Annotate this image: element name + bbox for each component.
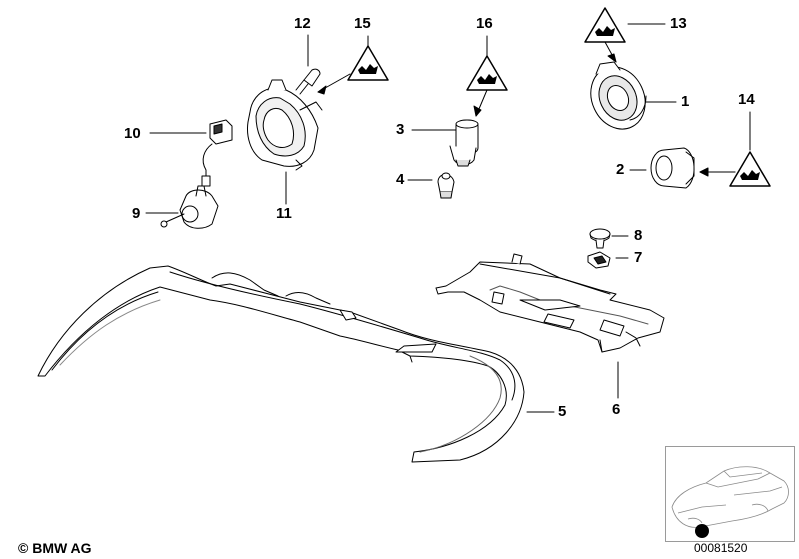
callout-2: 2 [616,161,625,178]
callout-3: 3 [396,121,405,138]
vehicle-locator-inset [665,446,795,542]
part-11-lamp-housing [247,79,323,171]
callout-13: 13 [670,15,687,32]
callout-12: 12 [294,15,311,32]
car-outline-icon [671,466,789,538]
part-12-screw [295,68,321,95]
callout-4: 4 [396,171,405,188]
part-4-bulb [437,172,455,199]
part-2-clamp-ring [650,147,695,189]
callout-8: 8 [634,227,643,244]
copyright-label: © BMW AG [18,540,92,556]
document-number: 00081520 [694,541,748,555]
callout-14: 14 [738,91,755,108]
callout-9: 9 [132,205,141,222]
leader-lines [145,23,751,413]
callout-10: 10 [124,125,141,142]
part-7-clip-nut [587,251,611,269]
part-5-gasket [37,265,525,463]
part-9-adjuster [160,185,219,229]
warning-triangle-icon [729,151,771,187]
part-3-bulb-socket [449,119,479,167]
warning-triangle-icon [347,45,389,81]
part-10-connector [201,119,233,187]
callout-5: 5 [558,403,567,420]
callout-11: 11 [276,205,292,222]
callout-6: 6 [612,401,621,418]
warning-triangle-icon [466,55,508,91]
part-1-lamp-socket [590,61,647,130]
warning-triangle-icon [584,7,626,43]
callout-7: 7 [634,249,643,266]
callout-15: 15 [354,15,371,32]
callout-16: 16 [476,15,493,32]
part-8-screw [589,228,611,249]
part-6-bracket [435,253,665,353]
callout-1: 1 [681,93,690,110]
